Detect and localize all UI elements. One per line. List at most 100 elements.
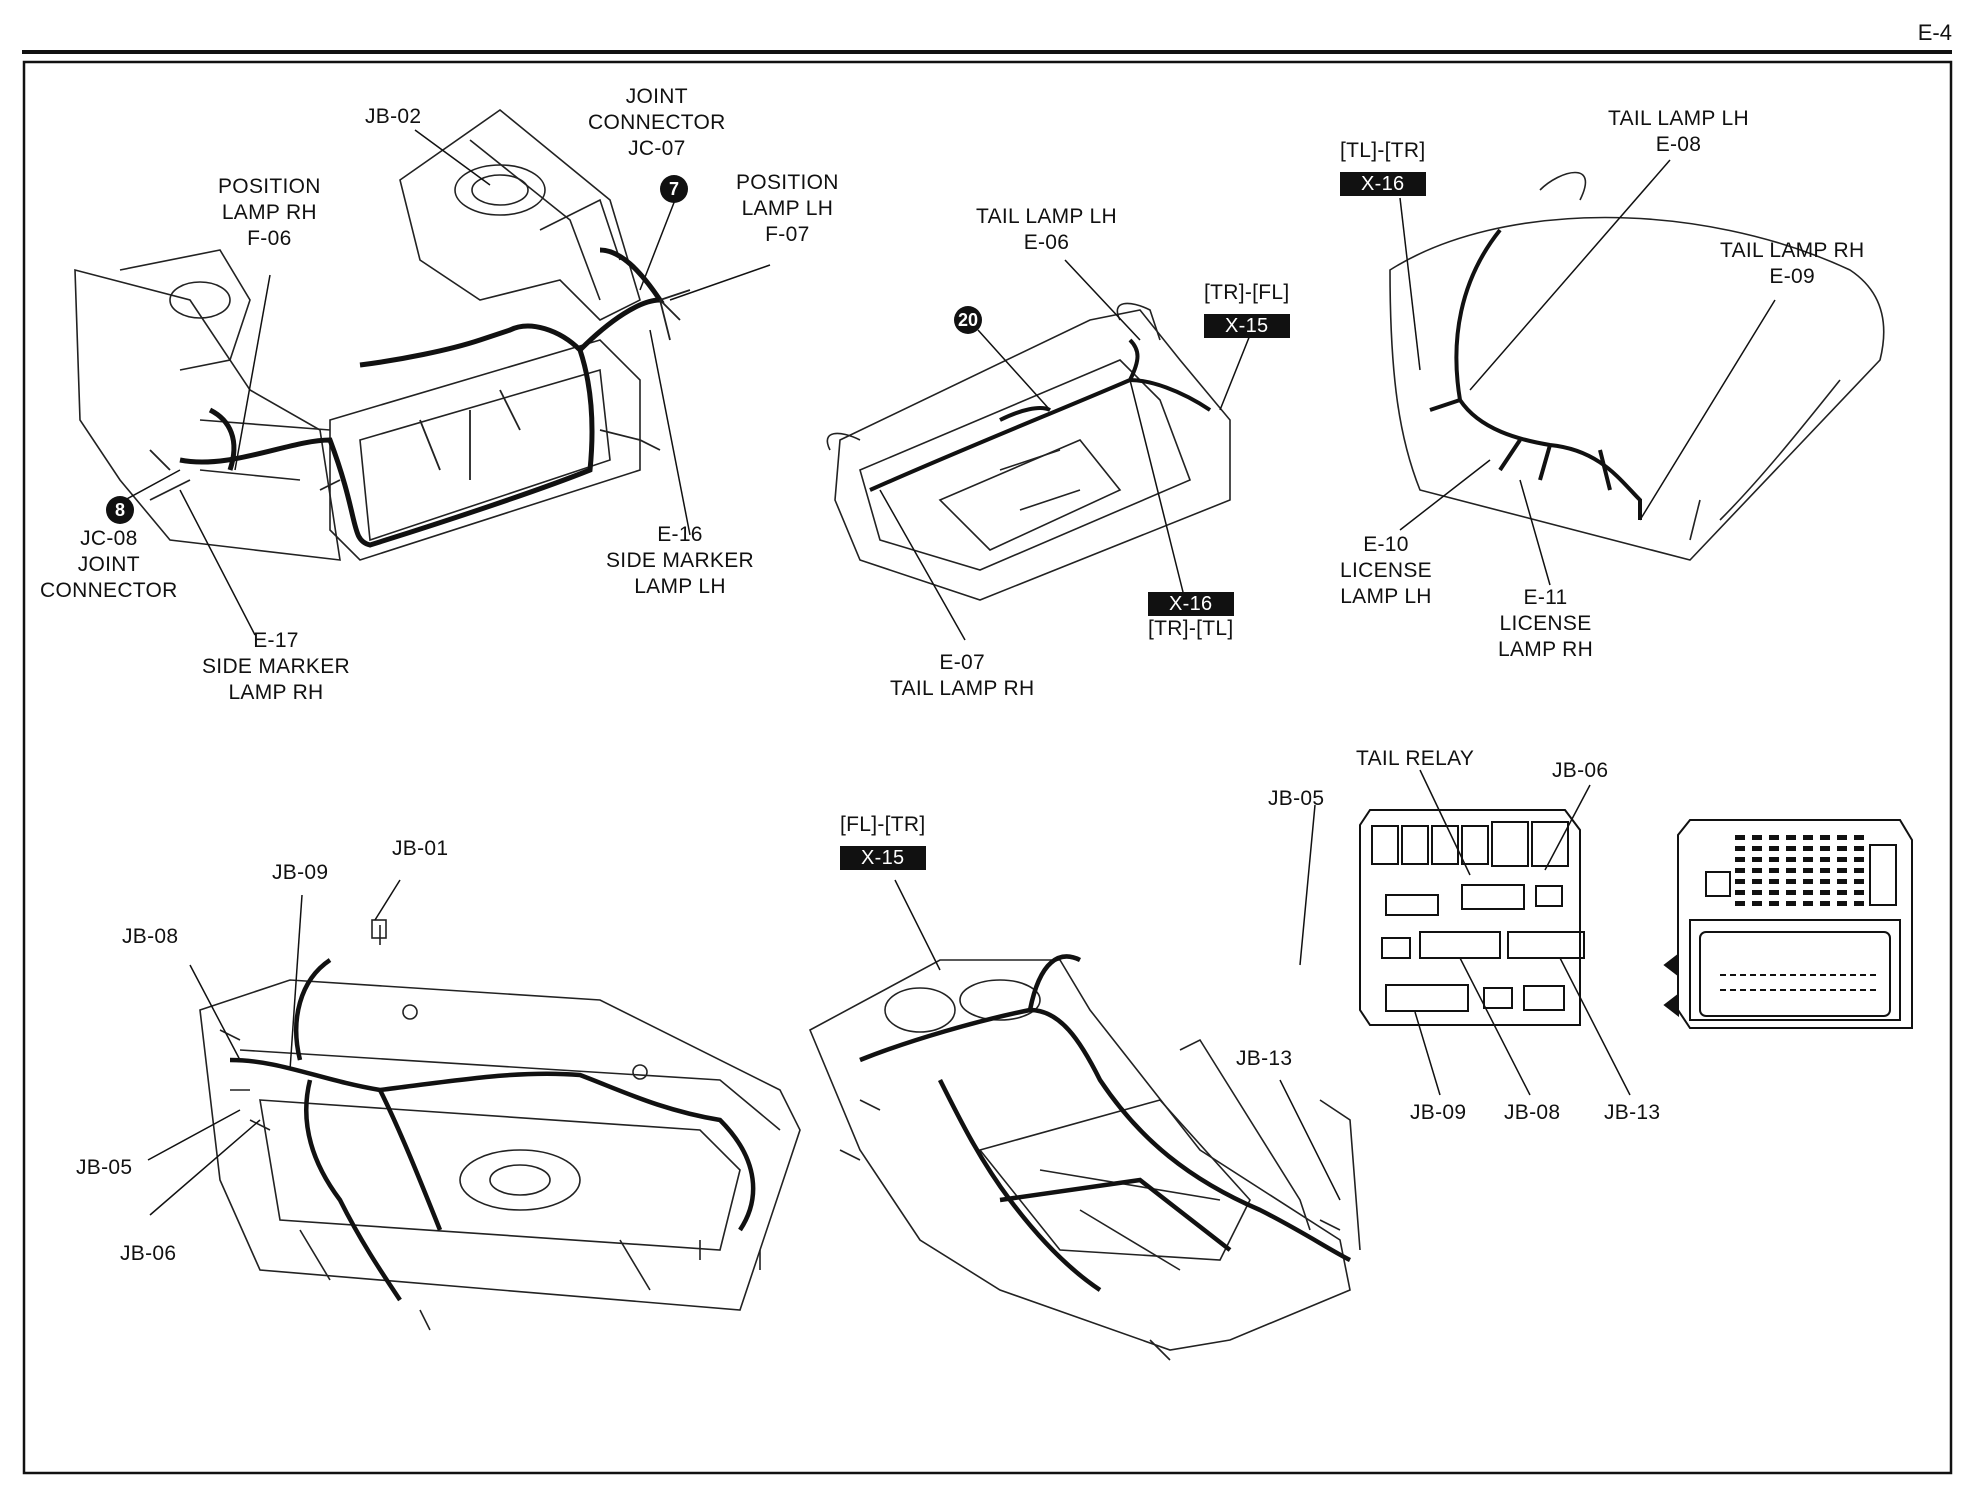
engine-harness <box>179 247 665 548</box>
fuse-slot <box>1735 857 1745 862</box>
fuse-slot <box>1837 879 1847 884</box>
fuse-slot <box>1837 835 1847 840</box>
fuse-slot <box>1854 879 1864 884</box>
fuse-slot <box>1803 868 1813 873</box>
fuse-slot <box>1820 890 1830 895</box>
floor-harness <box>859 954 1352 1292</box>
dashboard-harness <box>229 958 756 1302</box>
fuse-slot <box>1837 890 1847 895</box>
fuse-slot <box>1752 835 1762 840</box>
fuse-slot <box>1803 901 1813 906</box>
fuse-slot <box>1769 846 1779 851</box>
tag-x-16-trunk: X-16 <box>1340 172 1426 196</box>
fuse-slot <box>1769 879 1779 884</box>
label-jb-13-box: JB-13 <box>1604 1101 1661 1124</box>
label-jb-08-box: JB-08 <box>1504 1101 1561 1124</box>
label-tr-fl-x-15: [TR]-[FL] X-15 <box>1204 281 1290 338</box>
rear-harness <box>869 338 1212 492</box>
fuse-slot <box>1786 901 1796 906</box>
tag-x-15-rear: X-15 <box>1204 314 1290 338</box>
fuse-slot <box>1752 901 1762 906</box>
fuse-slot <box>1837 901 1847 906</box>
fuse-slot <box>1854 857 1864 862</box>
callout-8: 8 <box>106 496 134 524</box>
label-jb-08-dash: JB-08 <box>122 925 179 948</box>
frame-border <box>22 60 1953 1475</box>
fuse-slot <box>1735 901 1745 906</box>
junction-box-fuse-grid <box>1735 835 1864 906</box>
fuse-slot <box>1752 879 1762 884</box>
fuse-slot <box>1820 835 1830 840</box>
junction-box-front <box>1359 809 1585 1026</box>
callout-20: 20 <box>954 306 982 334</box>
fuse-slot <box>1769 868 1779 873</box>
fuse-slot <box>1837 857 1847 862</box>
fuse-slot <box>1752 846 1762 851</box>
fuse-slot <box>1786 890 1796 895</box>
fuse-slot <box>1803 846 1813 851</box>
floor-drawing <box>808 959 1361 1351</box>
fuse-slot <box>1769 890 1779 895</box>
fuse-slot <box>1752 868 1762 873</box>
rear-floor-drawing <box>826 302 1231 601</box>
fuse-slot <box>1786 857 1796 862</box>
label-jb-06-box: JB-06 <box>1552 759 1609 782</box>
fuse-slot <box>1786 868 1796 873</box>
fuse-slot <box>1837 868 1847 873</box>
fuse-slot <box>1769 835 1779 840</box>
fuse-slot <box>1769 901 1779 906</box>
label-jb-05-box: JB-05 <box>1268 787 1325 810</box>
tag-x-16-rear: X-16 <box>1148 592 1234 616</box>
label-x-16-tr-tl: X-16 [TR]-[TL] <box>1148 592 1234 640</box>
fuse-slot <box>1854 846 1864 851</box>
dashboard-drawing <box>199 979 801 1311</box>
label-jb-01: JB-01 <box>392 837 449 860</box>
label-jb-05-dash: JB-05 <box>76 1156 133 1179</box>
callout-7: 7 <box>660 175 688 203</box>
fuse-slot <box>1752 890 1762 895</box>
dashboard-connectors <box>219 919 761 1331</box>
fuse-slot <box>1735 879 1745 884</box>
label-tl-tr-x-16: [TL]-[TR] X-16 <box>1340 139 1426 196</box>
leader-lines <box>124 129 1776 1216</box>
fuse-slot <box>1820 868 1830 873</box>
label-jb-06-dash: JB-06 <box>120 1242 177 1265</box>
trunk-lid-drawing <box>1389 171 1885 561</box>
fuse-slot <box>1735 846 1745 851</box>
label-jb-09-dash: JB-09 <box>272 861 329 884</box>
fuse-slot <box>1752 857 1762 862</box>
label-fl-tr-x-15: [FL]-[TR] X-15 <box>840 813 926 870</box>
fuse-slot <box>1820 846 1830 851</box>
fuse-slot <box>1854 890 1864 895</box>
fuse-slot <box>1803 879 1813 884</box>
fuse-slot <box>1786 846 1796 851</box>
label-jb-13-floor: JB-13 <box>1236 1047 1293 1070</box>
floor-connectors <box>839 1099 1341 1361</box>
fuse-slot <box>1786 879 1796 884</box>
fuse-slot <box>1820 879 1830 884</box>
fuse-slot <box>1820 857 1830 862</box>
fuse-slot <box>1803 890 1813 895</box>
junction-box-side <box>1663 819 1913 1029</box>
engine-compartment-drawing <box>74 108 641 561</box>
fuse-slot <box>1837 846 1847 851</box>
fuse-slot <box>1854 901 1864 906</box>
fuse-slot <box>1803 835 1813 840</box>
page-number: E-4 <box>1917 20 1952 45</box>
trunk-harness <box>1429 228 1642 520</box>
label-tail-relay: TAIL RELAY <box>1356 747 1475 770</box>
fuse-slot <box>1803 857 1813 862</box>
